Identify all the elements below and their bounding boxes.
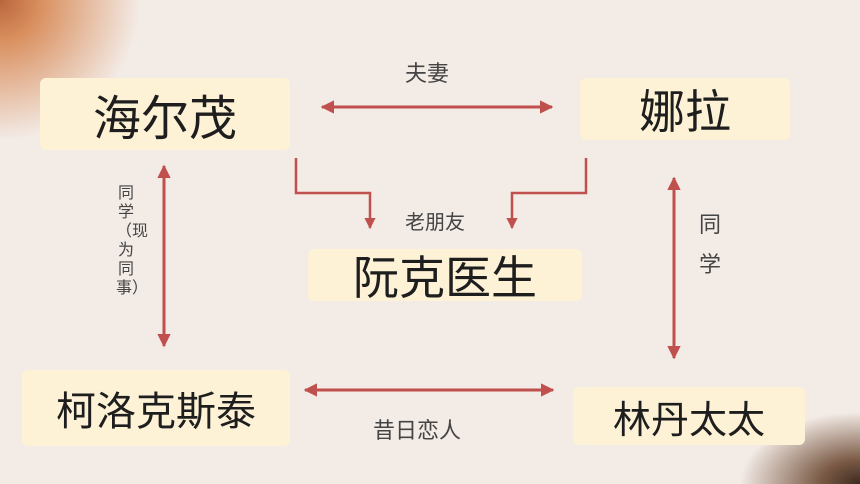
node-nala: 娜拉 [580, 78, 790, 140]
label-tongxue-left: 同学（现为同事） [116, 183, 149, 297]
label-xiri: 昔日恋人 [373, 419, 462, 444]
node-linden: 林丹太太 [573, 387, 805, 445]
node-haier: 海尔茂 [40, 78, 290, 150]
label-fuqi: 夫妻 [405, 62, 450, 87]
node-ruanke: 阮克医生 [308, 249, 582, 305]
arrow-nala-ruanke [506, 158, 588, 230]
label-laopengyou: 老朋友 [405, 210, 465, 234]
label-tongxue-right: 同学 [698, 213, 721, 278]
arrow-haier-ruanke [294, 158, 376, 230]
node-kerok: 柯洛克斯泰 [22, 370, 290, 446]
